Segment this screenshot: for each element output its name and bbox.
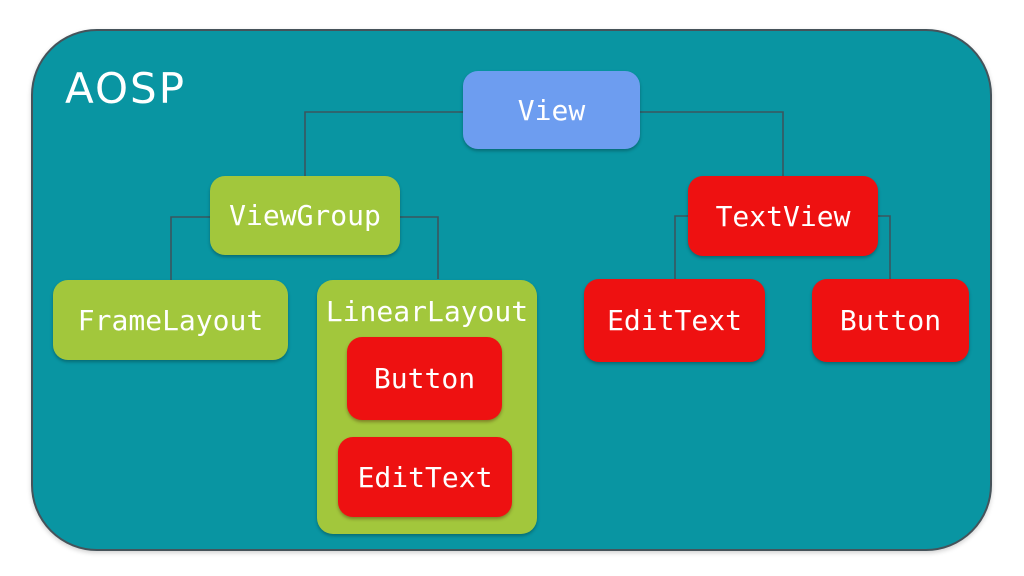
node-textview: TextView — [688, 176, 878, 256]
node-view: View — [463, 71, 640, 149]
node-framelayout-label: FrameLayout — [77, 303, 264, 337]
node-linearlayout-button-label: Button — [373, 362, 476, 395]
node-viewgroup: ViewGroup — [210, 176, 400, 255]
node-textview-label: TextView — [715, 199, 851, 233]
node-button: Button — [812, 279, 969, 362]
node-linearlayout-label: LinearLayout — [325, 295, 529, 328]
node-linearlayout-button: Button — [347, 337, 502, 420]
node-linearlayout: LinearLayout Button EditText — [317, 280, 537, 534]
node-button-label: Button — [839, 304, 942, 337]
node-edittext-label: EditText — [607, 304, 742, 337]
node-linearlayout-edittext: EditText — [338, 437, 512, 517]
node-framelayout: FrameLayout — [53, 280, 288, 360]
node-edittext: EditText — [584, 279, 765, 362]
slide-title: AOSP — [65, 64, 187, 113]
node-view-label: View — [517, 93, 586, 127]
node-viewgroup-label: ViewGroup — [229, 199, 381, 232]
node-linearlayout-edittext-label: EditText — [357, 460, 493, 494]
